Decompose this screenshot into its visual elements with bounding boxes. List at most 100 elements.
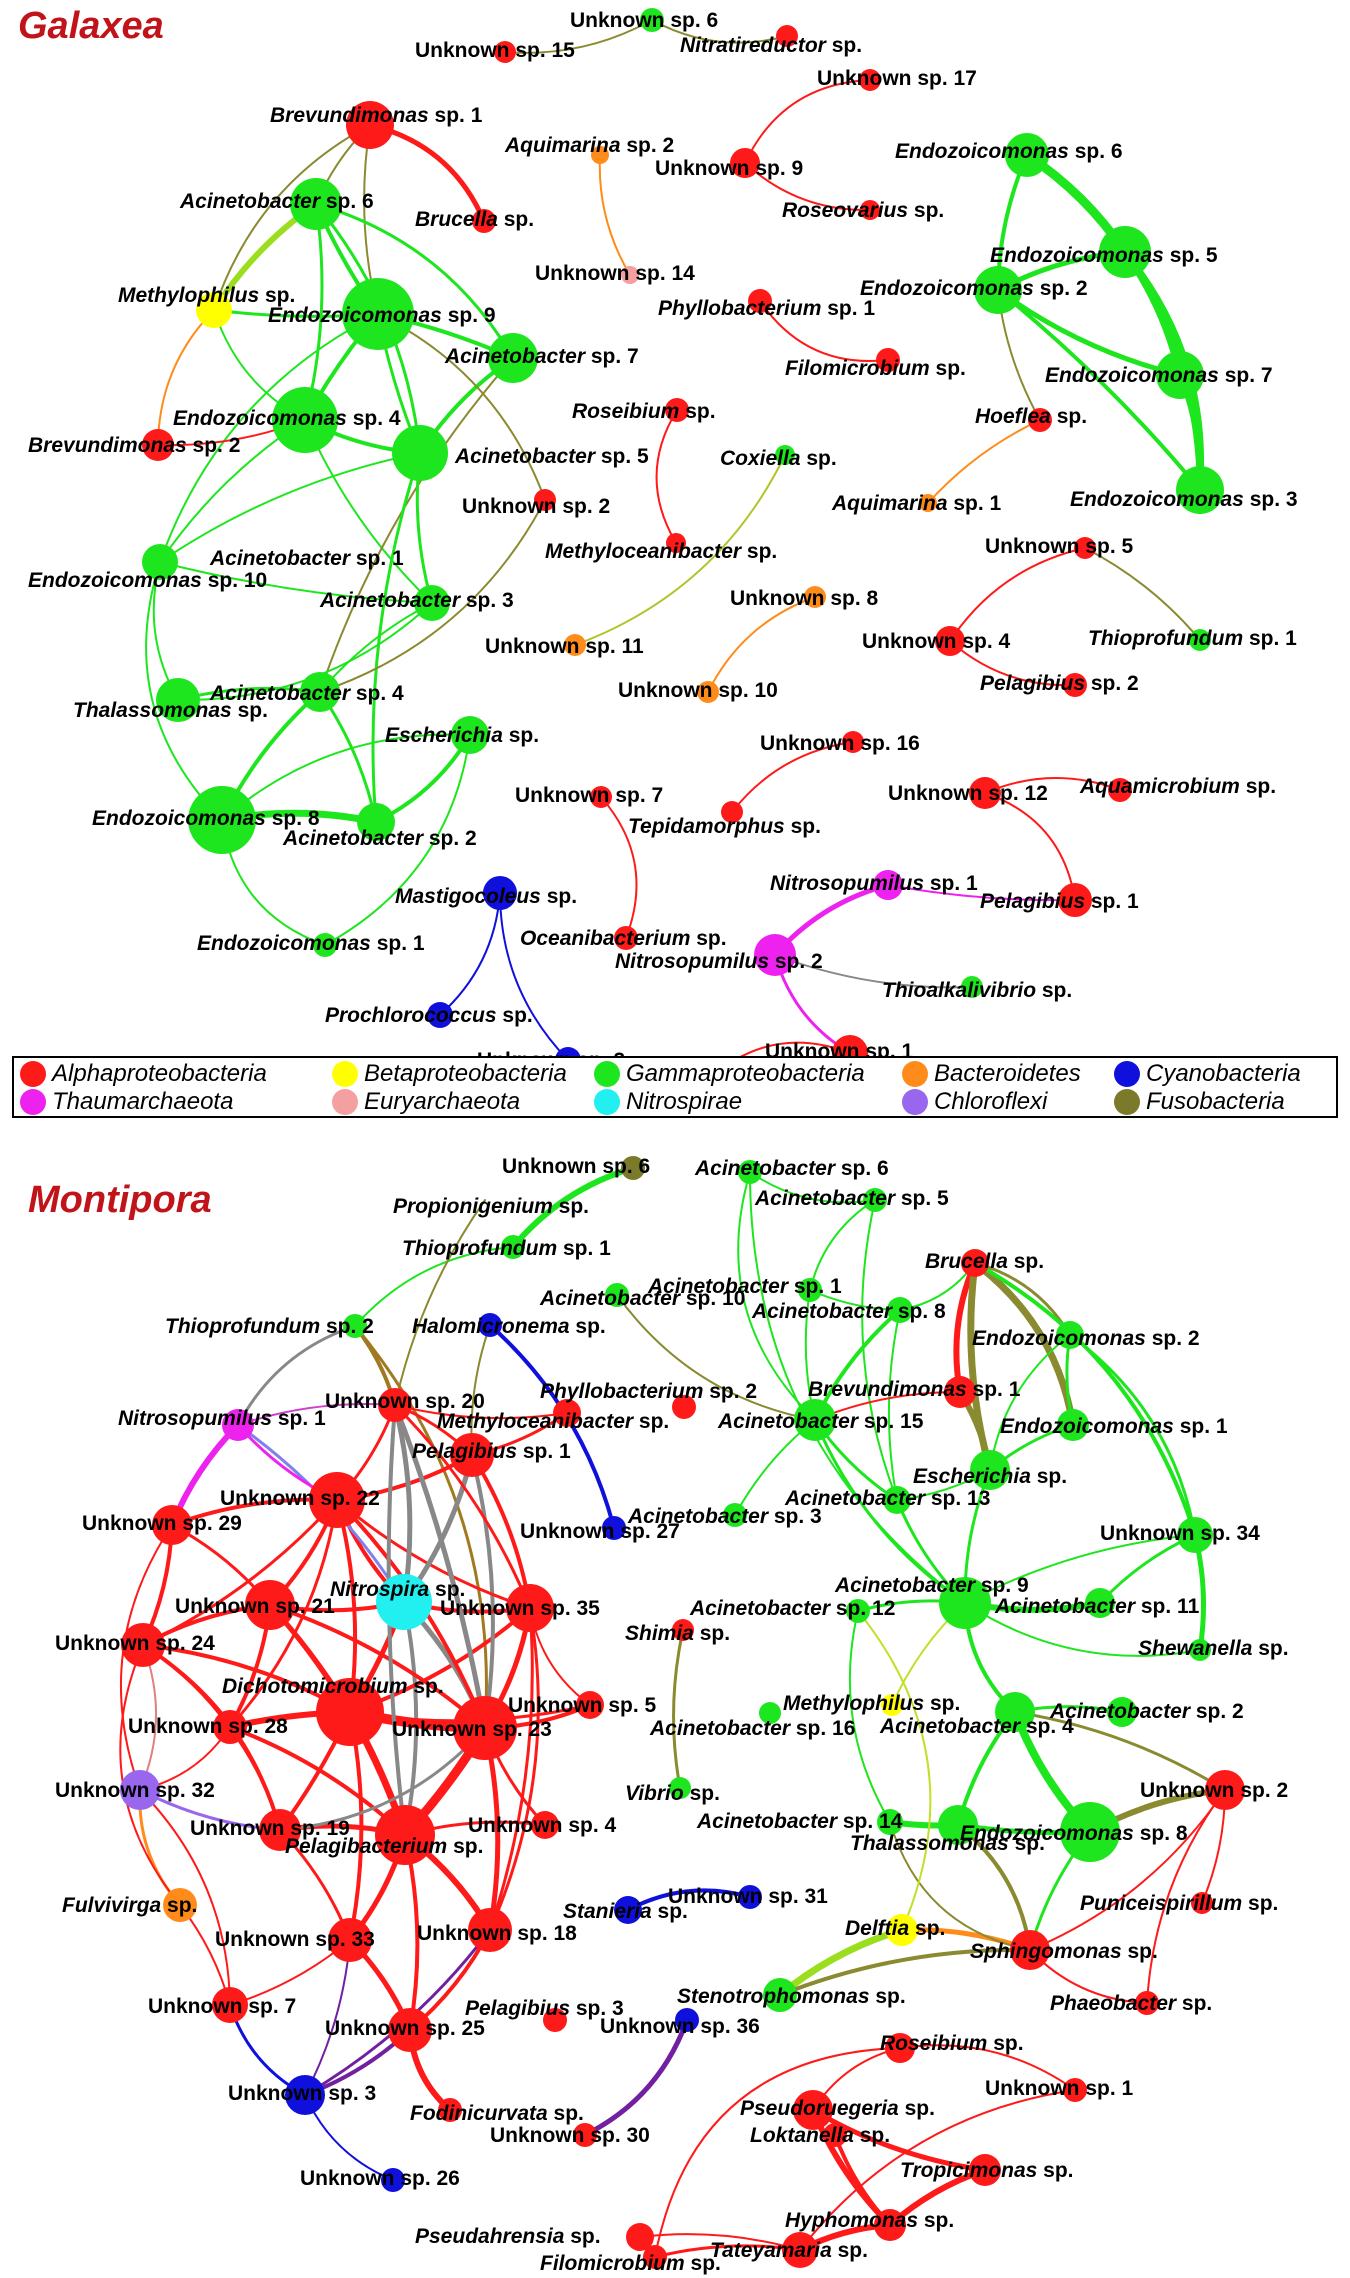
node-m_stanieria: [614, 1896, 642, 1924]
node-m_fodini: [438, 2098, 462, 2122]
edge-g_acin1-g_acin3: [159, 561, 433, 604]
node-m_pseudahr: [626, 2223, 654, 2251]
label-m_loktan: Loktanella sp.: [750, 2124, 890, 2147]
node-m_u30: [573, 2123, 597, 2147]
node-m_pelagibact: [375, 1805, 435, 1865]
node-g_endo2: [974, 266, 1022, 314]
node-m_halomic: [478, 1313, 502, 1337]
node-m_nitrospira: [376, 1574, 432, 1630]
label-m_fulvi: Fulvivirga sp.: [62, 1894, 197, 1917]
legend-swatch: [332, 1061, 358, 1087]
label-g_aquim2: Aquimarina sp. 2: [504, 134, 674, 157]
label-m_u19: Unknown sp. 19: [190, 1817, 350, 1840]
edge-g_u7-g_oceanib: [600, 796, 638, 939]
node-g_u8: [804, 586, 826, 608]
node-g_endo3: [1176, 466, 1224, 514]
label-m_methyloc: Methyloceanibacter sp.: [437, 1410, 669, 1433]
edge-g_acin2-g_escher: [374, 733, 472, 824]
node-g_u16: [842, 731, 864, 753]
edge-g_endo1-g_escher: [324, 734, 471, 946]
node-m_u34: [1177, 1517, 1213, 1553]
label-m_acin1: Acinetobacter sp. 1: [647, 1275, 842, 1298]
label-m_sphingo: Sphingomonas sp.: [970, 1940, 1158, 1963]
node-g_endo9: [342, 278, 414, 350]
node-g_filomic: [876, 348, 900, 372]
panel-title-galaxea: Galaxea: [18, 5, 164, 47]
label-m_methyloph: Methylophilus sp.: [783, 1692, 960, 1715]
legend-label: Euryarchaeota: [364, 1088, 521, 1115]
edge-m_u34-m_acin9: [964, 1534, 1196, 1604]
label-m_acin14: Acinetobacter sp. 14: [696, 1810, 903, 1833]
edge-m_thioprof1-m_thioprof2: [354, 1246, 514, 1327]
edge-m_thioprof2-m_nitroso1: [236, 1324, 357, 1427]
label-m_u31: Unknown sp. 31: [668, 1885, 828, 1908]
label-g_pelag1: Pelagibius sp. 1: [980, 890, 1139, 913]
node-m_endo8: [1060, 1802, 1120, 1862]
legend-label: Fusobacteria: [1146, 1088, 1285, 1115]
edge-m_u6-m_thioprof1: [510, 1165, 636, 1250]
legend-item-bacteroidetes: Bacteroidetes: [902, 1060, 1081, 1088]
legend-item-thaumarchaeota: Thaumarchaeota: [20, 1088, 233, 1116]
label-g_endo7: Endozoicomonas sp. 7: [1045, 364, 1273, 387]
label-m_acin6: Acinetobacter sp. 6: [694, 1157, 889, 1180]
edge-m_acin6-m_acin5: [749, 1171, 876, 1204]
label-g_endo4: Endozoicomonas sp. 4: [173, 407, 401, 430]
label-g_u9: Unknown sp. 9: [655, 157, 803, 180]
edge-g_u12-g_pelag1: [984, 792, 1076, 901]
edge-g_u8-g_u10: [707, 596, 816, 693]
edge-m_acin9-m_shewan: [964, 1602, 1201, 1657]
label-g_thioprof1: Thioprofundum sp. 1: [1088, 627, 1297, 650]
node-m_shewan: [1189, 1639, 1211, 1661]
node-g_acin2: [357, 803, 395, 841]
node-m_acin12: [846, 1599, 870, 1623]
node-m_acin14: [877, 1809, 903, 1835]
node-g_brev2: [142, 429, 174, 461]
node-g_prochl: [427, 1002, 453, 1028]
label-g_endo8: Endozoicomonas sp. 8: [92, 807, 320, 830]
node-g_pelag1: [1058, 883, 1092, 917]
legend-item-gammaproteobacteria: Gammaproteobacteria: [594, 1060, 865, 1088]
label-m_delftia: Delftia sp.: [845, 1917, 945, 1940]
node-m_thioprof2: [343, 1314, 367, 1338]
node-m_nitroso1: [222, 1409, 254, 1441]
label-g_endo9: Endozoicomonas sp. 9: [268, 304, 496, 327]
label-m_dichoto: Dichotomicrobium sp.: [222, 1675, 444, 1698]
legend-swatch: [1114, 1089, 1140, 1115]
node-m_u23: [453, 1696, 517, 1760]
edge-g_u5-g_thioprof1: [1084, 547, 1201, 641]
edge-g_u9-g_roseov: [744, 162, 871, 212]
label-m_brev1: Brevundimonas sp. 1: [808, 1378, 1021, 1401]
node-m_fulvi: [163, 1888, 197, 1922]
label-g_u2: Unknown sp. 2: [462, 495, 610, 518]
edge-m_u35-m_u18: [488, 1606, 534, 1932]
label-m_u6: Unknown sp. 6: [502, 1155, 650, 1178]
label-m_u28: Unknown sp. 28: [128, 1715, 288, 1738]
edge-m_tateya-m_pseudahr: [639, 2233, 801, 2251]
edge-g_coxiella-g_u11: [574, 454, 786, 646]
label-g_methyloph: Methylophilus sp.: [118, 284, 295, 307]
node-m_u33: [328, 1918, 372, 1962]
edge-g_acin7-g_acin6: [314, 202, 515, 360]
node-m_u27: [602, 1516, 626, 1540]
edge-g_phyllo1-g_filomic: [759, 300, 889, 362]
edge-g_roseib-g_methyloc: [655, 409, 678, 544]
label-m_u34: Unknown sp. 34: [1100, 1522, 1260, 1545]
node-m_u28: [213, 1710, 247, 1744]
label-g_u12: Unknown sp. 12: [888, 782, 1048, 805]
node-m_acin11: [1085, 1588, 1115, 1618]
label-g_u17: Unknown sp. 17: [817, 67, 977, 90]
node-g_endo4: [272, 387, 338, 453]
legend-label: Thaumarchaeota: [52, 1088, 234, 1115]
label-g_roseov: Roseovarius sp.: [782, 199, 944, 222]
node-m_u21: [245, 1580, 295, 1630]
legend-item-alphaproteobacteria: Alphaproteobacteria: [20, 1060, 267, 1088]
node-g_u7: [590, 786, 612, 808]
node-g_thalasso: [156, 678, 200, 722]
label-g_aquim1: Aquimarina sp. 1: [831, 492, 1002, 515]
label-m_endo8: Endozoicomonas sp. 8: [960, 1822, 1188, 1845]
node-m_pseudorueg: [793, 2090, 833, 2130]
node-m_u36: [675, 2008, 699, 2032]
node-g_acin4: [300, 672, 340, 712]
node-g_coxiella: [775, 445, 795, 465]
node-m_acin3: [723, 1503, 747, 1527]
